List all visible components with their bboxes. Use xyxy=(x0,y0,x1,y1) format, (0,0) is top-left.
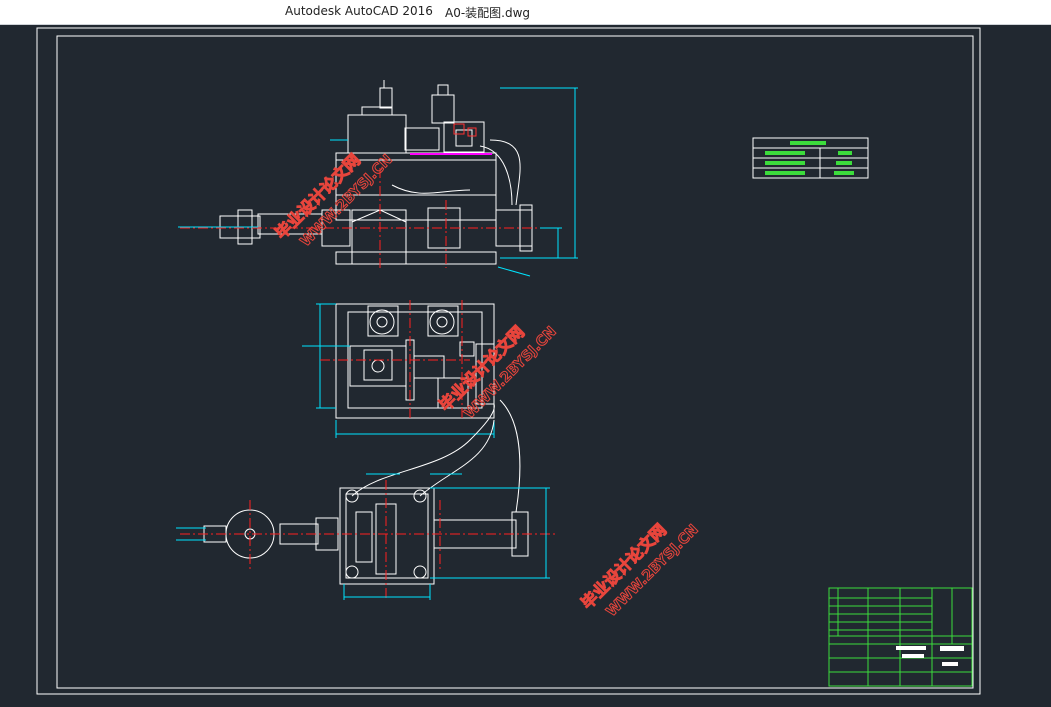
plan-view[interactable] xyxy=(203,399,529,585)
inner-frame xyxy=(56,35,974,689)
app-title: Autodesk AutoCAD 2016 xyxy=(285,4,433,18)
document-title: A0-装配图.dwg xyxy=(445,6,531,20)
front-view-dimensions xyxy=(178,87,578,277)
drawing-canvas[interactable]: 毕业设计论文网 WWW.2BYSJ.CN 毕业设计论文网 WWW.2BYSJ.C… xyxy=(0,25,1051,703)
window-title-bar: Autodesk AutoCAD 2016 A0-装配图.dwg xyxy=(0,0,1051,25)
watermark-3: 毕业设计论文网 WWW.2BYSJ.CN xyxy=(577,520,702,621)
front-view-highlights xyxy=(180,123,560,270)
top-view-dimensions xyxy=(302,303,495,438)
top-view-centerlines xyxy=(320,300,470,420)
outer-frame xyxy=(36,27,981,695)
parameter-table xyxy=(752,137,869,179)
plan-view-dimensions xyxy=(176,473,550,600)
title-block xyxy=(828,587,973,687)
plan-view-centerlines xyxy=(180,480,556,600)
